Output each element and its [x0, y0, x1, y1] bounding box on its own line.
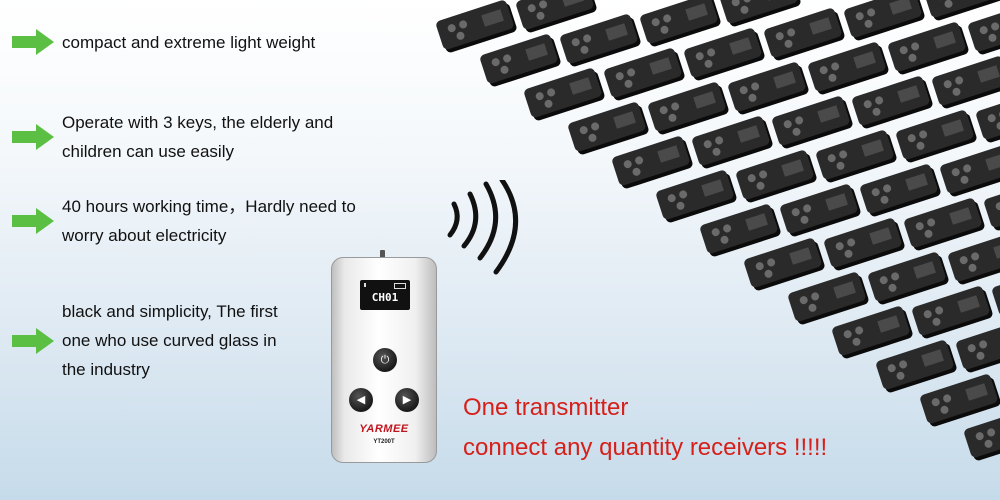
receiver-icon [516, 0, 597, 33]
receiver-icon [788, 272, 869, 325]
transmitter-screen: CH01 [360, 280, 410, 310]
signal-indicator-icon [364, 283, 372, 287]
signal-waves-icon [447, 180, 519, 275]
receiver-icon [824, 218, 905, 271]
receiver-icon [612, 136, 693, 189]
receiver-icon [948, 232, 1000, 285]
feature-item-1: compact and extreme light weight [10, 27, 315, 57]
receiver-icon [604, 48, 685, 101]
receiver-icon [932, 56, 1000, 109]
receiver-icon [684, 28, 765, 81]
receiver-icon [860, 164, 941, 217]
feature-line: compact and extreme light weight [62, 32, 316, 52]
right-button: ▶ [395, 388, 419, 412]
green-arrow-icon [12, 124, 54, 150]
green-arrow-icon [12, 29, 54, 55]
receiver-icon [888, 22, 969, 75]
receiver-icon [744, 238, 825, 291]
receiver-icon [832, 306, 913, 359]
brand-logo: YARMEE [359, 423, 409, 435]
receiver-icon [524, 68, 605, 121]
power-icon: ⏻ [380, 354, 390, 366]
receiver-icon [648, 82, 729, 135]
feature-line: 40 hours working time，Hardly need to [62, 197, 356, 216]
receiver-icon [924, 0, 1000, 21]
receiver-icon [808, 42, 889, 95]
receiver-icon [772, 96, 853, 149]
receiver-icon [940, 144, 1000, 197]
transmitter-antenna [380, 250, 385, 258]
right-arrow-icon: ▶ [402, 394, 412, 406]
feature-item-3: 40 hours working time，Hardly need to wor… [10, 192, 356, 250]
receiver-icon [656, 170, 737, 223]
receiver-icon [692, 116, 773, 169]
receiver-icon [816, 130, 897, 183]
receiver-icon [568, 102, 649, 155]
feature-line: children can use easily [62, 142, 234, 161]
feature-text: Operate with 3 keys, the elderly and chi… [62, 108, 333, 166]
receiver-icon [764, 8, 845, 61]
feature-line: worry about electricity [62, 226, 227, 245]
receiver-icon [964, 408, 1000, 461]
receiver-icon [876, 340, 957, 393]
receiver-icon [720, 0, 801, 27]
receiver-icon [780, 184, 861, 237]
receiver-icon [920, 374, 1000, 427]
headline-line-1: One transmitter [463, 394, 629, 421]
receiver-icon [968, 2, 1000, 55]
model-label: YT200T [373, 439, 395, 445]
feature-text: 40 hours working time，Hardly need to wor… [62, 192, 356, 250]
receiver-icon [844, 0, 925, 41]
power-button: ⏻ [373, 348, 397, 372]
green-arrow-icon [12, 208, 54, 234]
receiver-icon [956, 320, 1000, 373]
receiver-icon [560, 14, 641, 67]
receiver-icon [640, 0, 721, 47]
receiver-icon [912, 286, 993, 339]
transmitter-device: CH01 ⏻ ◀ ▶ YARMEE YT200T [331, 257, 437, 463]
feature-line: Operate with 3 keys, the elderly and [62, 113, 334, 132]
receiver-icon [480, 34, 561, 87]
receiver-icon [896, 110, 977, 163]
battery-icon [394, 283, 406, 289]
receiver-icon [976, 90, 1000, 143]
left-arrow-icon: ◀ [356, 394, 366, 406]
headline-line-2: connect any quantity receivers !!!!! [463, 434, 828, 461]
feature-text: compact and extreme light weight [62, 28, 315, 57]
receiver-icon [868, 252, 949, 305]
channel-display: CH01 [371, 291, 399, 304]
receiver-icon [700, 204, 781, 257]
feature-item-4: black and simplicity, The first one who … [10, 297, 278, 384]
receiver-icon [852, 76, 933, 129]
feature-item-2: Operate with 3 keys, the elderly and chi… [10, 108, 333, 166]
feature-line: black and simplicity, The first [62, 302, 278, 321]
feature-text: black and simplicity, The first one who … [62, 297, 278, 384]
green-arrow-icon [12, 327, 54, 354]
left-button: ◀ [349, 388, 373, 412]
receiver-icon [728, 62, 809, 115]
receiver-icon [436, 0, 517, 53]
receiver-icon [904, 198, 985, 251]
feature-line: one who use curved glass in [62, 331, 277, 350]
feature-line: the industry [62, 360, 150, 379]
receiver-icon [736, 150, 817, 203]
